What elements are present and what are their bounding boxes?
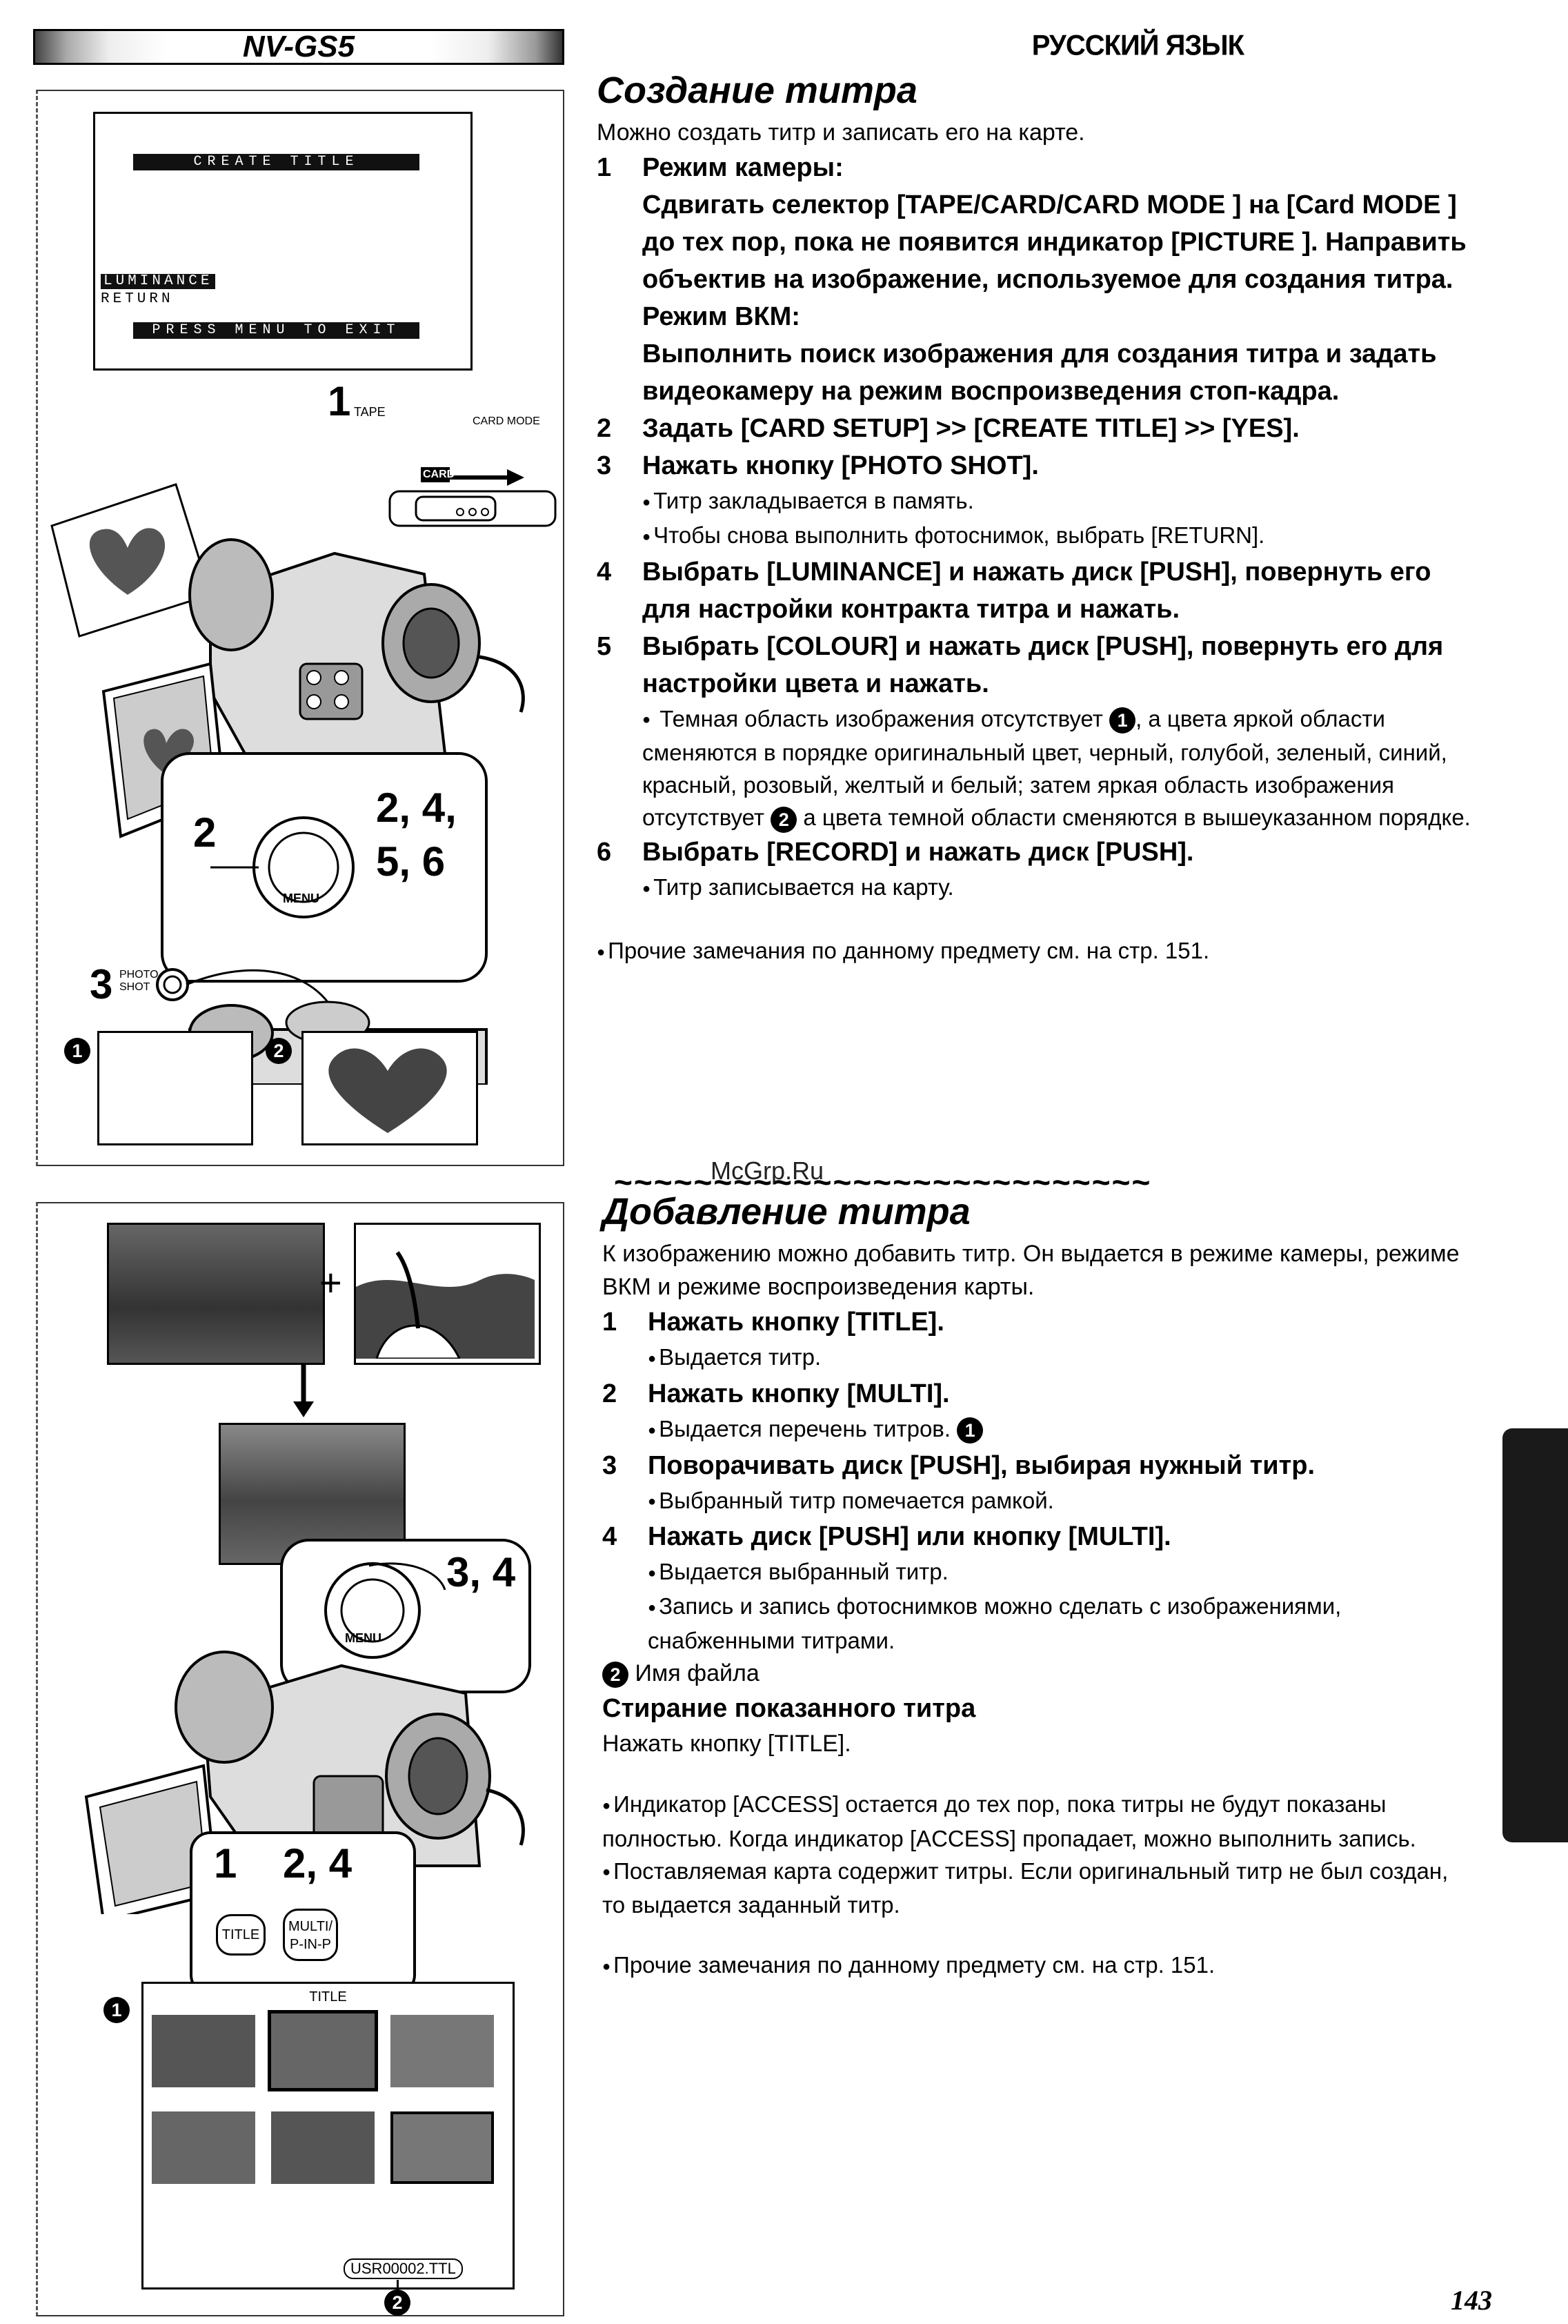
step-2-bullet: Выдается перечень титров. 1	[602, 1412, 1492, 1447]
watermark: McGrp.Ru	[711, 1156, 824, 1185]
intro: Можно создать титр и записать его на кар…	[597, 119, 1085, 146]
title-button[interactable]: TITLE	[216, 1914, 266, 1956]
step-5-bullet: Темная область изображения отсутствует 1…	[597, 702, 1487, 834]
menu-label: MENU	[283, 892, 319, 905]
camera-illustration	[50, 467, 557, 1085]
multi-pinp-button[interactable]: MULTI/ P-IN-P	[283, 1909, 338, 1961]
note-1: Индикатор [ACCESS] остается до тех пор, …	[602, 1788, 1492, 1855]
step-1-head2: Режим ВКМ:	[642, 302, 800, 331]
note-3: Прочие замечания по данному предмету см.…	[602, 1949, 1492, 1983]
menu-label: MENU	[345, 1631, 381, 1645]
step-4-bullet-1: Выдается выбранный титр.	[602, 1555, 1492, 1590]
title-thumb-1	[152, 2015, 255, 2087]
title-thumb-6	[390, 2111, 494, 2184]
section-add-title: Добавление титра К изображению можно доб…	[602, 1190, 1492, 1983]
wavy-divider: ~~~~~~~~~~~~~~~~~~~~~~~~~~~	[614, 1164, 1152, 1200]
erase-heading: Стирание показанного титра	[602, 1693, 976, 1723]
result-thumb-1	[97, 1031, 253, 1145]
section-title: Создание титра	[597, 70, 917, 111]
intro: К изображению можно добавить титр. Он вы…	[602, 1241, 1460, 1300]
section-title: Добавление титра	[602, 1191, 971, 1232]
title-thumb-3	[390, 2015, 494, 2087]
heart-icon	[328, 1048, 447, 1133]
step-3-bullet: Выбранный титр помечается рамкой.	[602, 1484, 1492, 1519]
card-mode-label: CARD MODE	[473, 415, 540, 427]
step-1-text: Сдвигать селектор [TAPE/CARD/CARD MODE ]…	[642, 190, 1467, 294]
file-name-note: 2 Имя файла	[602, 1657, 1492, 1690]
marker-1: 1	[64, 1038, 90, 1064]
osd-item-luminance: LUMINANCE	[101, 274, 216, 289]
callout-34: 3, 4	[446, 1549, 516, 1595]
note: Прочие замечания по данному предмету см.…	[597, 934, 1487, 969]
marker-2-icon: 2	[602, 1661, 628, 1688]
marker-1-icon: 1	[957, 1417, 984, 1444]
photo-person	[107, 1223, 325, 1365]
marker-1: 1	[103, 1997, 130, 2023]
figure-create-title: CREATE TITLE LUMINANCE RETURN PRESS MENU…	[36, 90, 564, 1166]
step-3-bullet-2: Чтобы снова выполнить фотоснимок, выбрат…	[597, 519, 1487, 553]
step-4-bullet-2: Запись и запись фотоснимков можно сделат…	[602, 1590, 1492, 1657]
note-2: Поставляемая карта содержит титры. Если …	[602, 1855, 1492, 1922]
marker-2: 2	[384, 2289, 410, 2316]
title-thumb-2	[268, 2010, 378, 2091]
title-thumb-4	[152, 2111, 255, 2184]
page-number: 143	[1451, 2285, 1492, 2316]
model-header: NV-GS5	[33, 29, 564, 65]
tape-label: TAPE	[354, 405, 386, 419]
card-label: CARD	[423, 469, 455, 480]
osd-create-title-screen: CREATE TITLE LUMINANCE RETURN PRESS MENU…	[93, 112, 473, 371]
title-list-screen: TITLE USR00002.TTL	[141, 1982, 515, 2289]
down-arrow-icon	[293, 1363, 314, 1417]
callout-24: 2, 4	[283, 1840, 353, 1887]
figure-add-title: + 3, 4 MENU 1 2, 4 TITLE MULTI/ P-IN-P 1	[36, 1202, 564, 2316]
result-thumb-2	[301, 1031, 478, 1145]
step-3-bullet-1: Титр закладывается в память.	[597, 484, 1487, 519]
erase-text: Нажать кнопку [TITLE].	[602, 1730, 851, 1757]
model-name: NV-GS5	[242, 30, 355, 63]
title-thumb-5	[271, 2111, 375, 2184]
camera-illustration-2	[84, 1651, 525, 1914]
photo-shot-label: PHOTO SHOT	[119, 969, 159, 993]
plus-sign: +	[319, 1261, 342, 1304]
side-tab	[1502, 1428, 1568, 1842]
callout-2456: 2, 4, 5, 6	[376, 785, 457, 885]
callout-2: 2	[193, 809, 217, 856]
marker-2-icon: 2	[771, 806, 797, 833]
osd-footer-bar: PRESS MENU TO EXIT	[133, 322, 419, 339]
callout-3: 3	[90, 961, 113, 1007]
osd-item-return: RETURN	[101, 291, 174, 307]
osd-title-bar: CREATE TITLE	[133, 154, 419, 170]
marker-1-icon: 1	[1109, 707, 1136, 733]
callout-1: 1	[328, 378, 351, 424]
grid-label: TITLE	[309, 1989, 347, 2005]
dial-callout	[280, 1539, 531, 1693]
marker-2: 2	[266, 1038, 292, 1064]
callout-1: 1	[214, 1840, 237, 1887]
file-name-pointer	[397, 2280, 399, 2294]
file-name: USR00002.TTL	[344, 2258, 463, 2279]
language-label: РУССКИЙ ЯЗЫК	[1031, 29, 1244, 62]
step-6-bullet: Титр записывается на карту.	[597, 871, 1487, 905]
palm-island-icon	[356, 1251, 535, 1360]
section-create-title: Создание титра Можно создать титр и запи…	[597, 69, 1487, 969]
step-1-text2: Выполнить поиск изображения для создания…	[642, 339, 1437, 406]
title-image-island	[354, 1223, 541, 1365]
step-1-bullet: Выдается титр.	[602, 1341, 1492, 1375]
